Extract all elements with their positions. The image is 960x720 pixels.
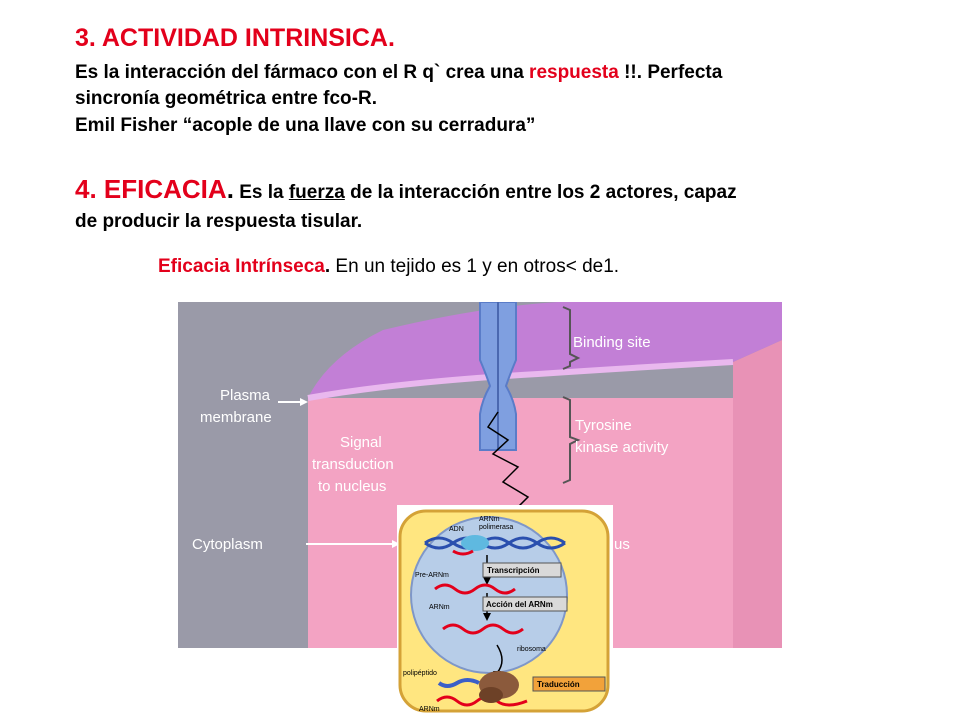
plasma-label: Plasma [220,387,271,404]
adn-label: ADN [449,526,464,533]
section3-line2: sincronía geométrica entre fco-R. [75,88,377,109]
membrane-label: membrane [200,409,272,426]
polipeptido-label: polipéptido [403,670,437,677]
arnm-label-2: ARNm [419,706,440,713]
plasma-arrowhead [300,398,308,406]
dna-strand-1 [424,536,566,550]
dna-strand-2 [424,536,566,550]
section3-heading: 3. ACTIVIDAD INTRINSICA. [75,24,395,52]
nascent-rna [452,549,474,556]
efficacy-label: Eficacia Intrínseca [158,256,325,277]
kinase-label: kinase activity [575,439,669,456]
arnm-label-1: ARNm [429,604,450,611]
tyrosine-label: Tyrosine [575,417,632,434]
fuerza-underlined: fuerza [288,182,345,203]
polymerase-label-2: polimerasa [479,524,513,531]
polypeptide-chain [437,678,480,688]
arrowhead-transcription [483,577,491,585]
to-nucleus-label: to nucleus [318,478,386,495]
tissue-side [733,340,782,648]
mrna-strand [442,623,524,635]
polymerase-label-1: ARNm [479,516,500,523]
tyrosine-bracket [562,396,581,484]
arrow-export [496,644,503,674]
transduction-label: transduction [312,456,394,473]
signal-label: Signal [340,434,382,451]
membrane-edge [307,359,734,401]
accion-box [482,596,568,612]
ribosoma-label: ribosoma [517,646,546,653]
binding-site-label: Binding site [573,334,651,351]
section3-line3: Emil Fisher “acople de una llave con su … [75,115,536,136]
plasma-membrane-top [308,302,782,398]
binding-bracket [562,306,581,370]
traduccion-label: Traducción [537,680,580,689]
accion-label: Acción del ARNm [486,600,553,609]
section4-heading: 4. EFICACIA [75,174,227,204]
arrowhead-processing [483,613,491,621]
cytoplasm-label: Cytoplasm [192,536,263,553]
traduccion-box [532,676,606,692]
cytoplasm-arrowhead [392,540,400,548]
cytoplasm-mrna [436,695,528,707]
pre-arnm-label: Pre-ARNm [415,572,449,579]
section4-line2: de producir la respuesta tisular. [75,211,363,232]
pre-mrna-strand [434,583,516,595]
section4-line1: 4. EFICACIA. Es la fuerza de la interacc… [75,174,737,204]
transcripcion-box [482,562,562,578]
transcripcion-label: Transcripción [487,566,540,575]
polymerase-blob [461,535,489,551]
section3-line1: Es la interacción del fármaco con el R q… [75,62,723,83]
nucleus-partial-label: us [614,536,630,553]
gene-expression-inset: ARNm polimerasa ADN Transcripción Pre-AR… [397,505,613,715]
efficacy-line: Eficacia Intrínseca. En un tejido es 1 y… [158,256,620,277]
ribosome-small [479,687,503,703]
respuesta-highlight: respuesta [529,62,619,83]
